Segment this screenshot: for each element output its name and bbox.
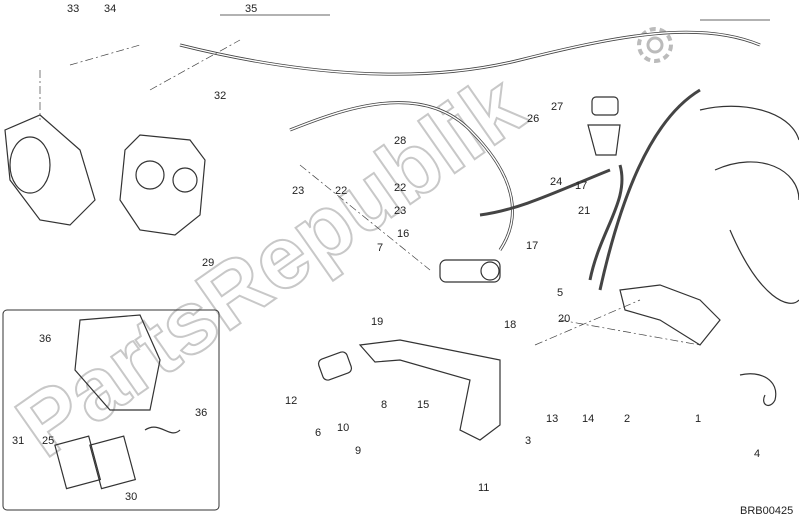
dashed-guides bbox=[39, 39, 701, 346]
footpeg-bracket bbox=[619, 284, 777, 407]
callout-11: 11 bbox=[478, 482, 489, 494]
callout-17b: 17 bbox=[526, 240, 538, 252]
callout-13: 13 bbox=[546, 413, 558, 425]
callout-6: 6 bbox=[315, 427, 321, 439]
callout-30: 30 bbox=[125, 491, 137, 503]
callout-22b: 22 bbox=[394, 182, 406, 194]
callout-35: 35 bbox=[245, 3, 257, 15]
frame-outline bbox=[699, 105, 799, 304]
callout-34: 34 bbox=[104, 3, 116, 15]
callout-25: 25 bbox=[42, 435, 54, 447]
callout-36b: 36 bbox=[195, 407, 207, 419]
callout-14: 14 bbox=[582, 413, 594, 425]
callout-15: 15 bbox=[417, 399, 429, 411]
callout-28: 28 bbox=[394, 135, 406, 147]
callout-2: 2 bbox=[624, 413, 630, 425]
callout-1: 1 bbox=[695, 413, 701, 425]
callout-4: 4 bbox=[754, 448, 760, 460]
callout-36: 36 bbox=[39, 333, 51, 345]
callout-23b: 23 bbox=[394, 205, 406, 217]
caliper-bracket bbox=[4, 114, 96, 226]
callout-26: 26 bbox=[527, 113, 539, 125]
callout-27: 27 bbox=[551, 101, 563, 113]
callout-9: 9 bbox=[355, 445, 361, 457]
brake-hoses bbox=[179, 14, 770, 291]
diagram-code: BRB00425 bbox=[740, 505, 793, 517]
callout-20: 20 bbox=[558, 313, 570, 325]
gear-logo-icon bbox=[637, 27, 673, 63]
callout-19: 19 bbox=[371, 316, 383, 328]
rear-master-cylinder bbox=[439, 259, 501, 283]
callout-labels: 33 34 35 32 28 22 23 22 23 29 27 26 24 1… bbox=[12, 3, 793, 517]
callout-10: 10 bbox=[337, 422, 349, 434]
callout-16: 16 bbox=[397, 228, 409, 240]
callout-3: 3 bbox=[525, 435, 531, 447]
callout-12: 12 bbox=[285, 395, 297, 407]
caliper bbox=[119, 134, 206, 236]
callout-22: 22 bbox=[335, 185, 347, 197]
brake-pedal bbox=[317, 339, 501, 441]
callout-33: 33 bbox=[67, 3, 79, 15]
callout-29: 29 bbox=[202, 257, 214, 269]
callout-32: 32 bbox=[214, 90, 226, 102]
callout-8: 8 bbox=[381, 399, 387, 411]
callout-5: 5 bbox=[557, 287, 563, 299]
inset-box bbox=[2, 309, 220, 511]
callout-21: 21 bbox=[578, 205, 590, 217]
callout-23: 23 bbox=[292, 185, 304, 197]
callout-31: 31 bbox=[12, 435, 24, 447]
callout-7: 7 bbox=[377, 242, 383, 254]
callout-24: 24 bbox=[550, 176, 562, 188]
watermark: PartsRepublik bbox=[0, 54, 541, 475]
callout-18: 18 bbox=[504, 319, 516, 331]
reservoir bbox=[587, 96, 621, 156]
callout-17: 17 bbox=[575, 180, 587, 192]
